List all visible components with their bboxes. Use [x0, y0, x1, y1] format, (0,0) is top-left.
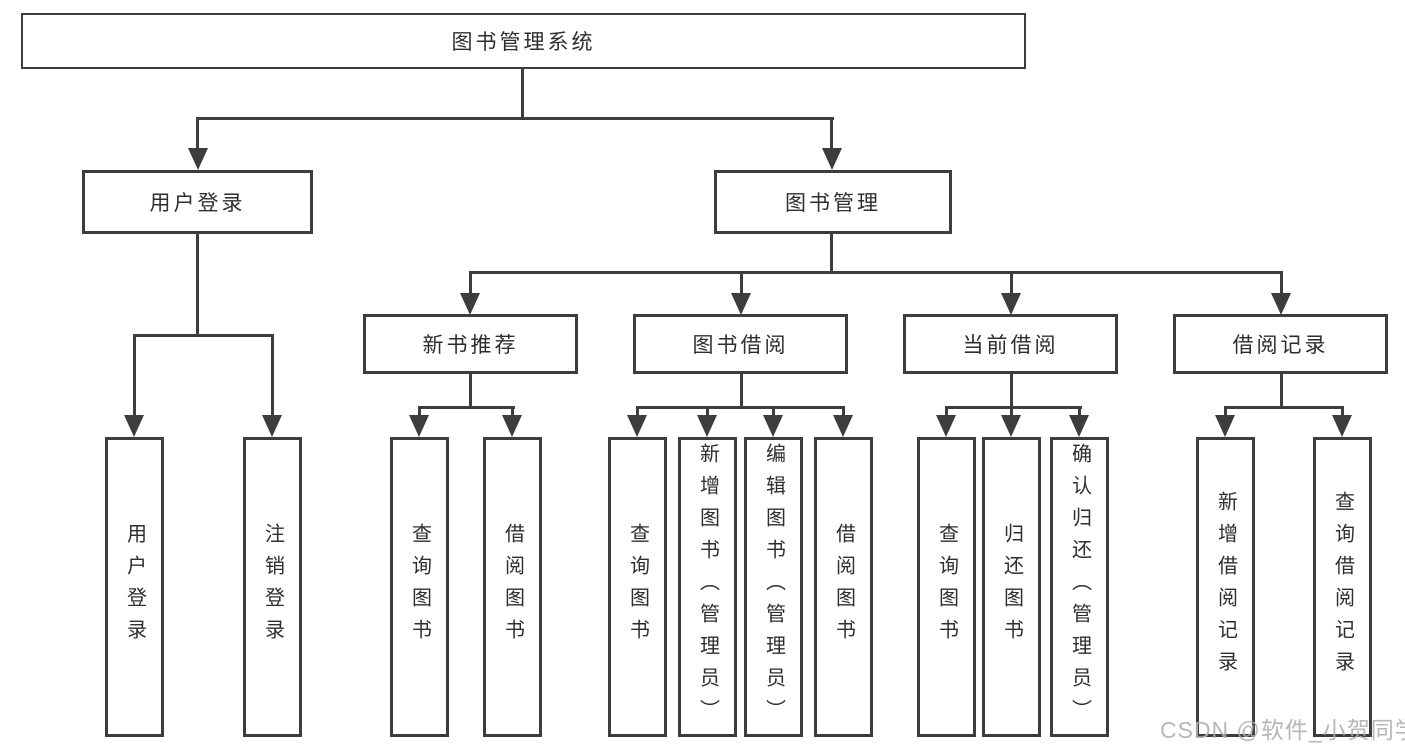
arrow-down-icon [1271, 293, 1291, 315]
node-label: 查询图书 [935, 523, 958, 651]
connector-line [830, 119, 833, 150]
leaf-query-books-current: 查询图书 [917, 437, 976, 737]
connector-line [1010, 408, 1013, 417]
arrow-down-icon [627, 415, 647, 437]
arrow-down-icon [188, 148, 208, 170]
arrow-down-icon [833, 415, 853, 437]
connector-line [1341, 408, 1344, 417]
connector-line [133, 336, 136, 417]
connector-line [636, 406, 845, 409]
connector-line [418, 406, 515, 409]
node-label: 查询图书 [626, 523, 649, 651]
connector-line [469, 374, 472, 408]
arrow-down-icon [1332, 415, 1352, 437]
node-label: 借阅图书 [501, 523, 524, 651]
node-borrow-records: 借阅记录 [1173, 314, 1388, 374]
node-label: 用户登录 [123, 523, 146, 651]
leaf-add-borrow-record: 新增借阅记录 [1196, 437, 1255, 737]
arrow-down-icon [262, 415, 282, 437]
connector-line [521, 66, 524, 119]
connector-line [511, 408, 514, 417]
arrow-down-icon [1069, 415, 1089, 437]
connector-line [1010, 374, 1013, 408]
connector-line [945, 408, 948, 417]
connector-line [740, 273, 743, 296]
connector-line [196, 117, 834, 120]
node-label: 图书借阅 [692, 334, 789, 357]
arrow-down-icon [936, 415, 956, 437]
connector-line [740, 374, 743, 408]
connector-line [1010, 273, 1013, 296]
connector-line [945, 406, 1082, 409]
node-label: 新增图书（管理员） [696, 443, 719, 731]
leaf-query-books-borrow: 查询图书 [608, 437, 667, 737]
node-book-management: 图书管理 [714, 170, 952, 234]
node-label: 借阅记录 [1232, 334, 1329, 357]
leaf-query-books-newbook: 查询图书 [390, 437, 449, 737]
connector-line [842, 408, 845, 417]
connector-line [469, 271, 1283, 274]
leaf-add-books-admin: 新增图书（管理员） [678, 437, 737, 737]
arrow-down-icon [124, 415, 144, 437]
connector-line [271, 336, 274, 417]
connector-line [1280, 374, 1283, 408]
arrow-down-icon [731, 293, 751, 315]
leaf-borrow-books-newbook: 借阅图书 [483, 437, 542, 737]
node-label: 确认归还（管理员） [1068, 443, 1091, 731]
node-label: 查询图书 [408, 523, 431, 651]
node-label: 图书管理系统 [451, 31, 596, 54]
connector-line [418, 408, 421, 417]
node-book-borrow: 图书借阅 [633, 314, 848, 374]
connector-line [1280, 273, 1283, 296]
node-label: 查询借阅记录 [1331, 491, 1354, 683]
connector-line [1224, 406, 1344, 409]
connector-line [1078, 408, 1081, 417]
node-label: 用户登录 [149, 192, 246, 215]
arrow-down-icon [1001, 415, 1021, 437]
arrow-down-icon [409, 415, 429, 437]
connector-line [636, 408, 639, 417]
arrow-down-icon [502, 415, 522, 437]
arrow-down-icon [1001, 293, 1021, 315]
arrow-down-icon [822, 148, 842, 170]
arrow-down-icon [763, 415, 783, 437]
node-library-management-system: 图书管理系统 [21, 13, 1026, 69]
csdn-watermark: CSDN @软件_小贺同学 [1160, 717, 1405, 743]
node-new-book-recommend: 新书推荐 [363, 314, 578, 374]
node-label: 归还图书 [1000, 523, 1023, 651]
connector-line [706, 408, 709, 417]
connector-line [196, 232, 199, 336]
node-label: 注销登录 [261, 523, 284, 651]
leaf-edit-books-admin: 编辑图书（管理员） [744, 437, 803, 737]
arrow-down-icon [697, 415, 717, 437]
leaf-logout: 注销登录 [243, 437, 302, 737]
node-user-login: 用户登录 [82, 170, 313, 234]
node-label: 当前借阅 [962, 334, 1059, 357]
leaf-borrow-books: 借阅图书 [814, 437, 873, 737]
node-label: 新增借阅记录 [1214, 491, 1237, 683]
connector-line [830, 232, 833, 273]
leaf-return-books: 归还图书 [982, 437, 1041, 737]
connector-line [1224, 408, 1227, 417]
leaf-query-borrow-record: 查询借阅记录 [1313, 437, 1372, 737]
node-label: 借阅图书 [832, 523, 855, 651]
node-label: 新书推荐 [422, 334, 519, 357]
node-current-borrow: 当前借阅 [903, 314, 1118, 374]
connector-line [196, 119, 199, 150]
arrow-down-icon [1215, 415, 1235, 437]
connector-line [133, 334, 274, 337]
arrow-down-icon [460, 293, 480, 315]
leaf-confirm-return-admin: 确认归还（管理员） [1050, 437, 1109, 737]
connector-line [772, 408, 775, 417]
node-label: 编辑图书（管理员） [762, 443, 785, 731]
node-label: 图书管理 [785, 192, 881, 215]
connector-line [469, 273, 472, 296]
leaf-user-login: 用户登录 [105, 437, 164, 737]
